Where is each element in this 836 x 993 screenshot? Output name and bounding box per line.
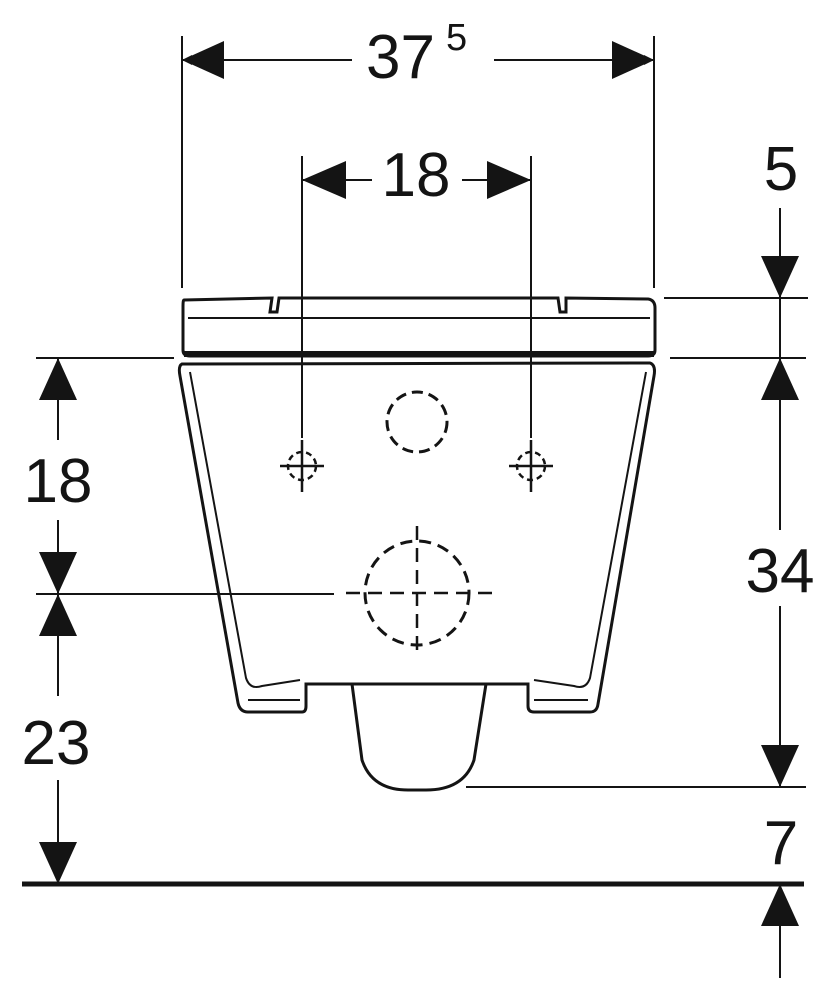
dim-body-height: 34 [746, 358, 815, 787]
overall-width-superscript: 5 [446, 17, 467, 59]
seat-height-label: 5 [764, 135, 798, 204]
bowl-inner [189, 371, 301, 688]
dim-fixing-height: 18 [24, 358, 93, 594]
fixing-hole-left [280, 440, 324, 492]
outlet-height-label: 23 [22, 709, 91, 778]
seat-lid [181, 296, 657, 358]
dim-overall-width: 37 5 [182, 17, 654, 92]
toilet-front-view [177, 296, 657, 792]
dim-fixing-spacing: 18 [302, 141, 531, 210]
bowl-inner-right [533, 371, 647, 688]
body-height-label: 34 [746, 537, 815, 606]
fixing-hole-right [509, 440, 553, 492]
inlet-circle [385, 390, 449, 454]
dim-floor-gap: 7 [761, 809, 799, 978]
outlet-spigot [350, 683, 488, 792]
fixing-height-label: 18 [24, 447, 93, 516]
bowl-outer [177, 361, 656, 714]
overall-width-label: 37 [366, 23, 435, 92]
dim-outlet-height: 23 [22, 594, 91, 884]
floor-gap-label: 7 [764, 809, 798, 878]
fixing-spacing-label: 18 [382, 141, 451, 210]
